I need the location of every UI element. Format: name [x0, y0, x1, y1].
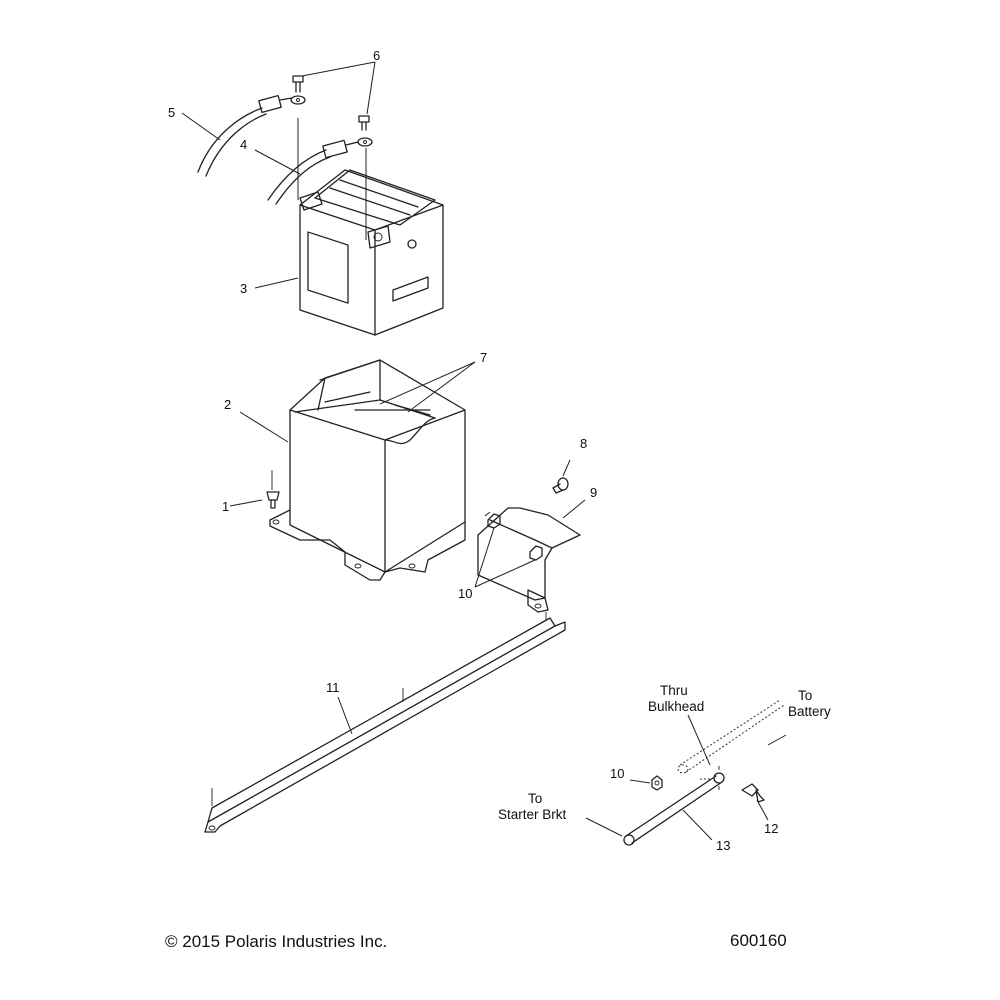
- note-to-battery-2: Battery: [788, 704, 831, 719]
- terminal-bolt-right: [358, 115, 370, 131]
- callout-5: 5: [168, 105, 175, 120]
- nut-upper: [484, 511, 501, 529]
- nut-detail: [651, 775, 663, 791]
- mounting-bracket: [477, 507, 581, 613]
- screw: [266, 470, 280, 509]
- callouts: 1 2 3 4 5 6 7 8 9 10 10 11 12 13: [168, 48, 778, 853]
- bracket-bolt: [552, 477, 569, 494]
- callout-9: 9: [590, 485, 597, 500]
- callout-4: 4: [240, 137, 247, 152]
- note-to-battery-1: To: [798, 688, 812, 703]
- battery: [299, 169, 444, 336]
- positive-cable: [267, 137, 373, 205]
- leader-lines: [181, 61, 787, 841]
- callout-10: 10: [458, 586, 472, 601]
- frame-rail: [204, 612, 566, 833]
- callout-10-detail: 10: [610, 766, 624, 781]
- callout-7: 7: [480, 350, 487, 365]
- callout-6: 6: [373, 48, 380, 63]
- note-to-starter-2: Starter Brkt: [498, 807, 567, 822]
- callout-12: 12: [764, 821, 778, 836]
- note-thru: Thru: [660, 683, 688, 698]
- figure-number: 600160: [730, 931, 787, 950]
- note-bulkhead: Bulkhead: [648, 699, 704, 714]
- callout-13: 13: [716, 838, 730, 853]
- callout-3: 3: [240, 281, 247, 296]
- thru-bulkhead-pin: [741, 783, 765, 803]
- terminal-bolt-left: [292, 75, 304, 93]
- callout-11: 11: [326, 680, 340, 695]
- copyright-text: © 2015 Polaris Industries Inc.: [165, 932, 387, 951]
- nut-lower: [529, 545, 543, 561]
- callout-1: 1: [222, 499, 229, 514]
- callout-8: 8: [580, 436, 587, 451]
- notes: Thru Bulkhead To Battery To Starter Brkt: [498, 683, 831, 822]
- callout-2: 2: [224, 397, 231, 412]
- battery-cable-detail: [623, 699, 785, 846]
- negative-cable: [197, 94, 306, 177]
- note-to-starter-1: To: [528, 791, 542, 806]
